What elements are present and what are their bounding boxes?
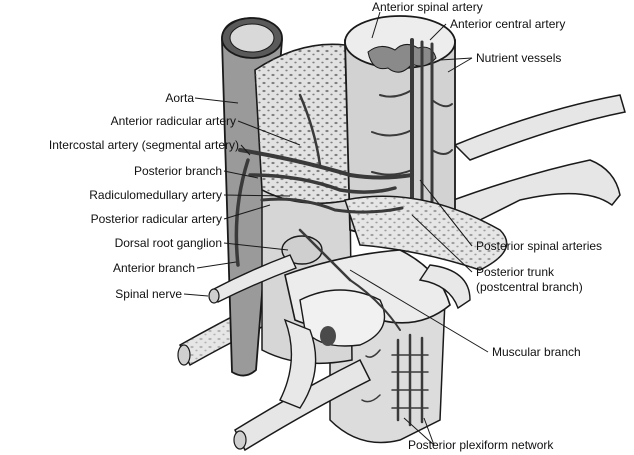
label-anterior-branch: Anterior branch <box>112 261 195 275</box>
label-nutrient-vessels: Nutrient vessels <box>476 51 562 65</box>
label-anterior-spinal-artery: Anterior spinal artery <box>372 0 483 14</box>
label-anterior-central-artery: Anterior central artery <box>450 17 566 31</box>
label-muscular-branch: Muscular branch <box>492 345 581 359</box>
spinal-cord <box>344 15 456 239</box>
label-anterior-radicular-artery: Anterior radicular artery <box>110 114 236 128</box>
label-postcentral-branch: (postcentral branch) <box>476 280 583 294</box>
label-radiculomedullary-artery: Radiculomedullary artery <box>89 188 222 202</box>
rib-right <box>438 94 626 226</box>
spinal-nerve <box>208 254 297 304</box>
label-aorta: Aorta <box>165 91 194 105</box>
label-posterior-spinal-arteries: Posterior spinal arteries <box>476 239 603 253</box>
label-posterior-branch: Posterior branch <box>133 164 222 178</box>
leader-lines <box>183 11 489 446</box>
label-posterior-radicular-artery: Posterior radicular artery <box>90 212 222 226</box>
lamina-and-processes <box>279 195 508 409</box>
label-spinal-nerve: Spinal nerve <box>115 287 182 301</box>
posterior-plexiform-network <box>361 333 429 427</box>
segmental-arteries <box>234 93 414 331</box>
label-posterior-trunk: Posterior trunk <box>476 265 555 279</box>
label-dorsal-root-ganglion: Dorsal root ganglion <box>114 236 222 250</box>
label-intercostal-artery: Intercostal artery (segmental artery) <box>48 138 239 152</box>
label-posterior-plexiform-network: Posterior plexiform network <box>408 438 554 452</box>
